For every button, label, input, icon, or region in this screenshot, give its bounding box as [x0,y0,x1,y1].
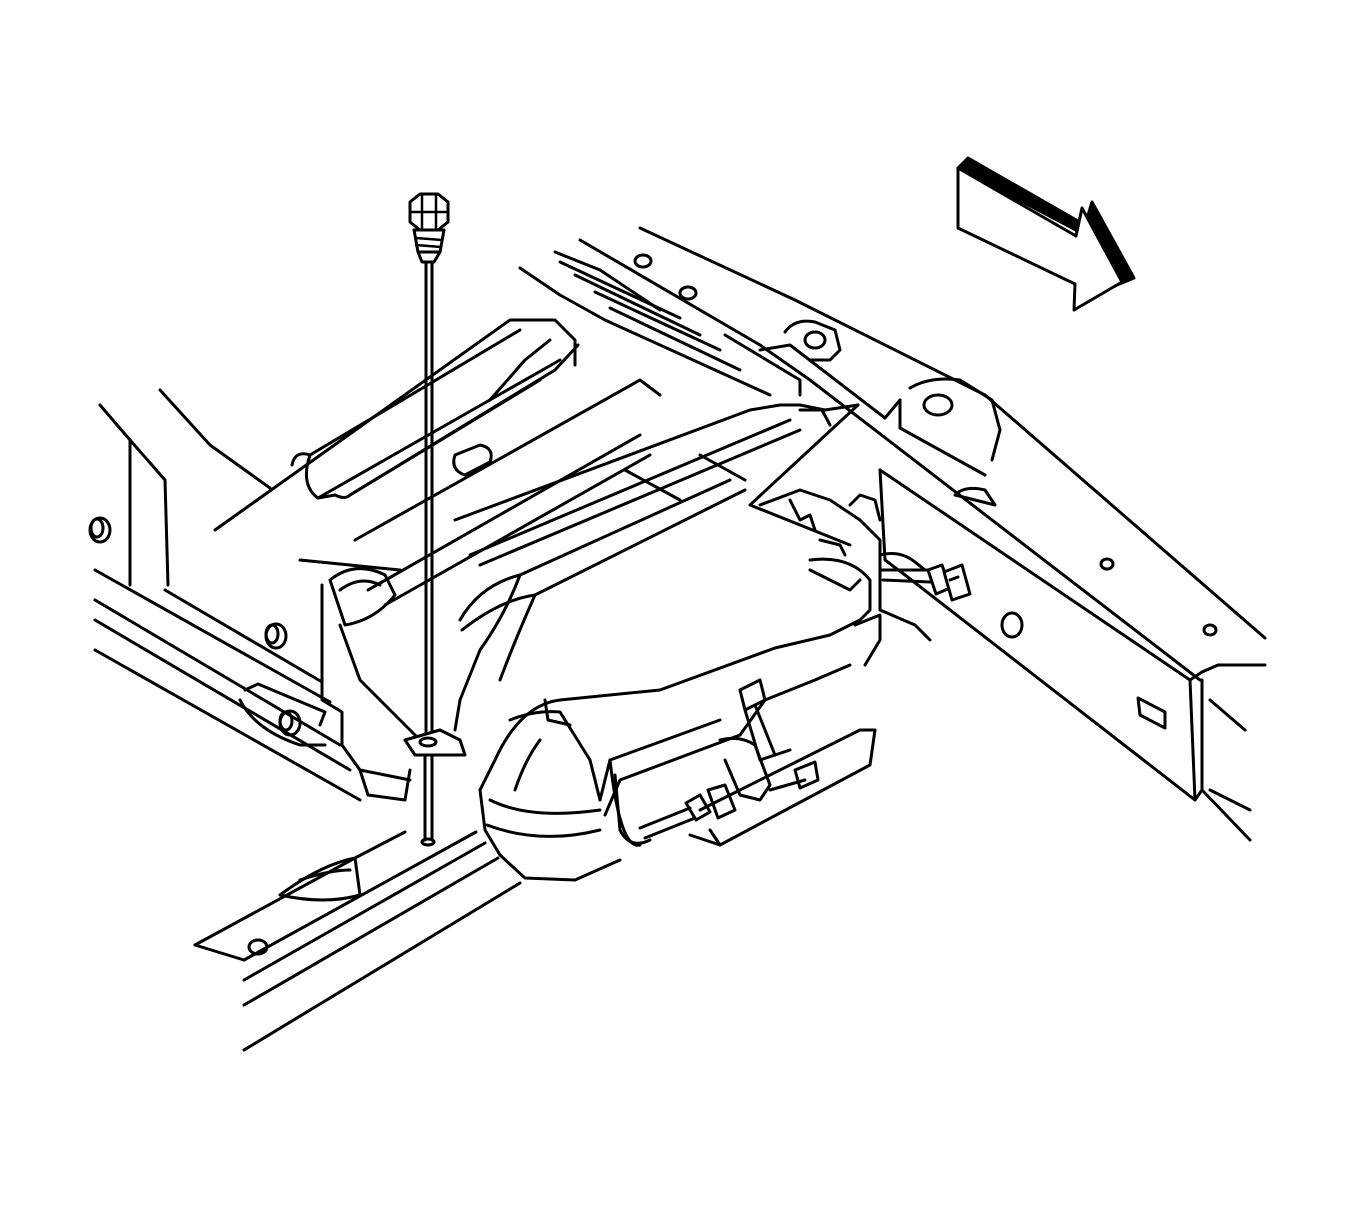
fuel-line-connector [878,563,972,602]
front-direction-arrow [956,156,1136,312]
bolt [408,192,450,264]
connector-body [942,563,972,602]
frame-rail-right [518,226,1267,842]
frame-rail-rear [88,388,362,802]
fuel-tank [478,613,882,882]
bolt-install-line [420,260,436,847]
clip [738,678,767,712]
fuel-tank-shield [213,318,860,802]
crossmember [758,488,932,642]
arrow-icon [956,166,1124,312]
fuel-line-lower [684,793,712,822]
frame-rail-left [193,830,522,1052]
